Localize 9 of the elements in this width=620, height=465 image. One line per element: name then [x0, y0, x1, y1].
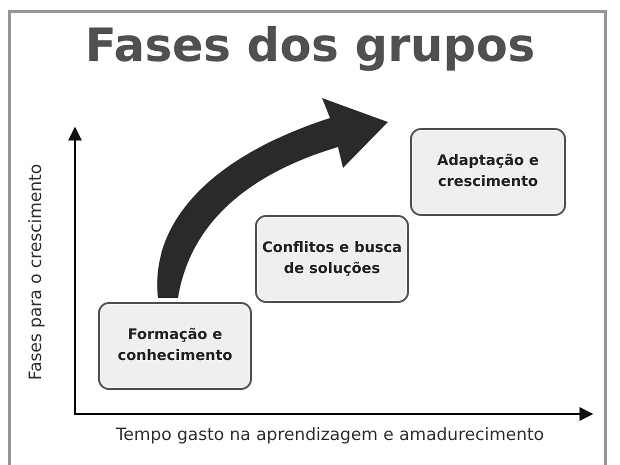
phase-label: Adaptação e crescimento — [436, 152, 540, 192]
phase-box — [98, 302, 252, 390]
title: Fases dos grupos — [84, 18, 536, 72]
phase-label: Conflitos e busca de soluções — [261, 238, 403, 279]
y-axis-label: Fases para o crescimento — [26, 162, 46, 382]
phase-box — [410, 128, 566, 216]
phase-label: Formação e conhecimento — [116, 326, 234, 366]
phase-box — [255, 215, 409, 303]
x-axis-label: Tempo gasto na aprendizagem e amadurecimento — [114, 425, 546, 445]
